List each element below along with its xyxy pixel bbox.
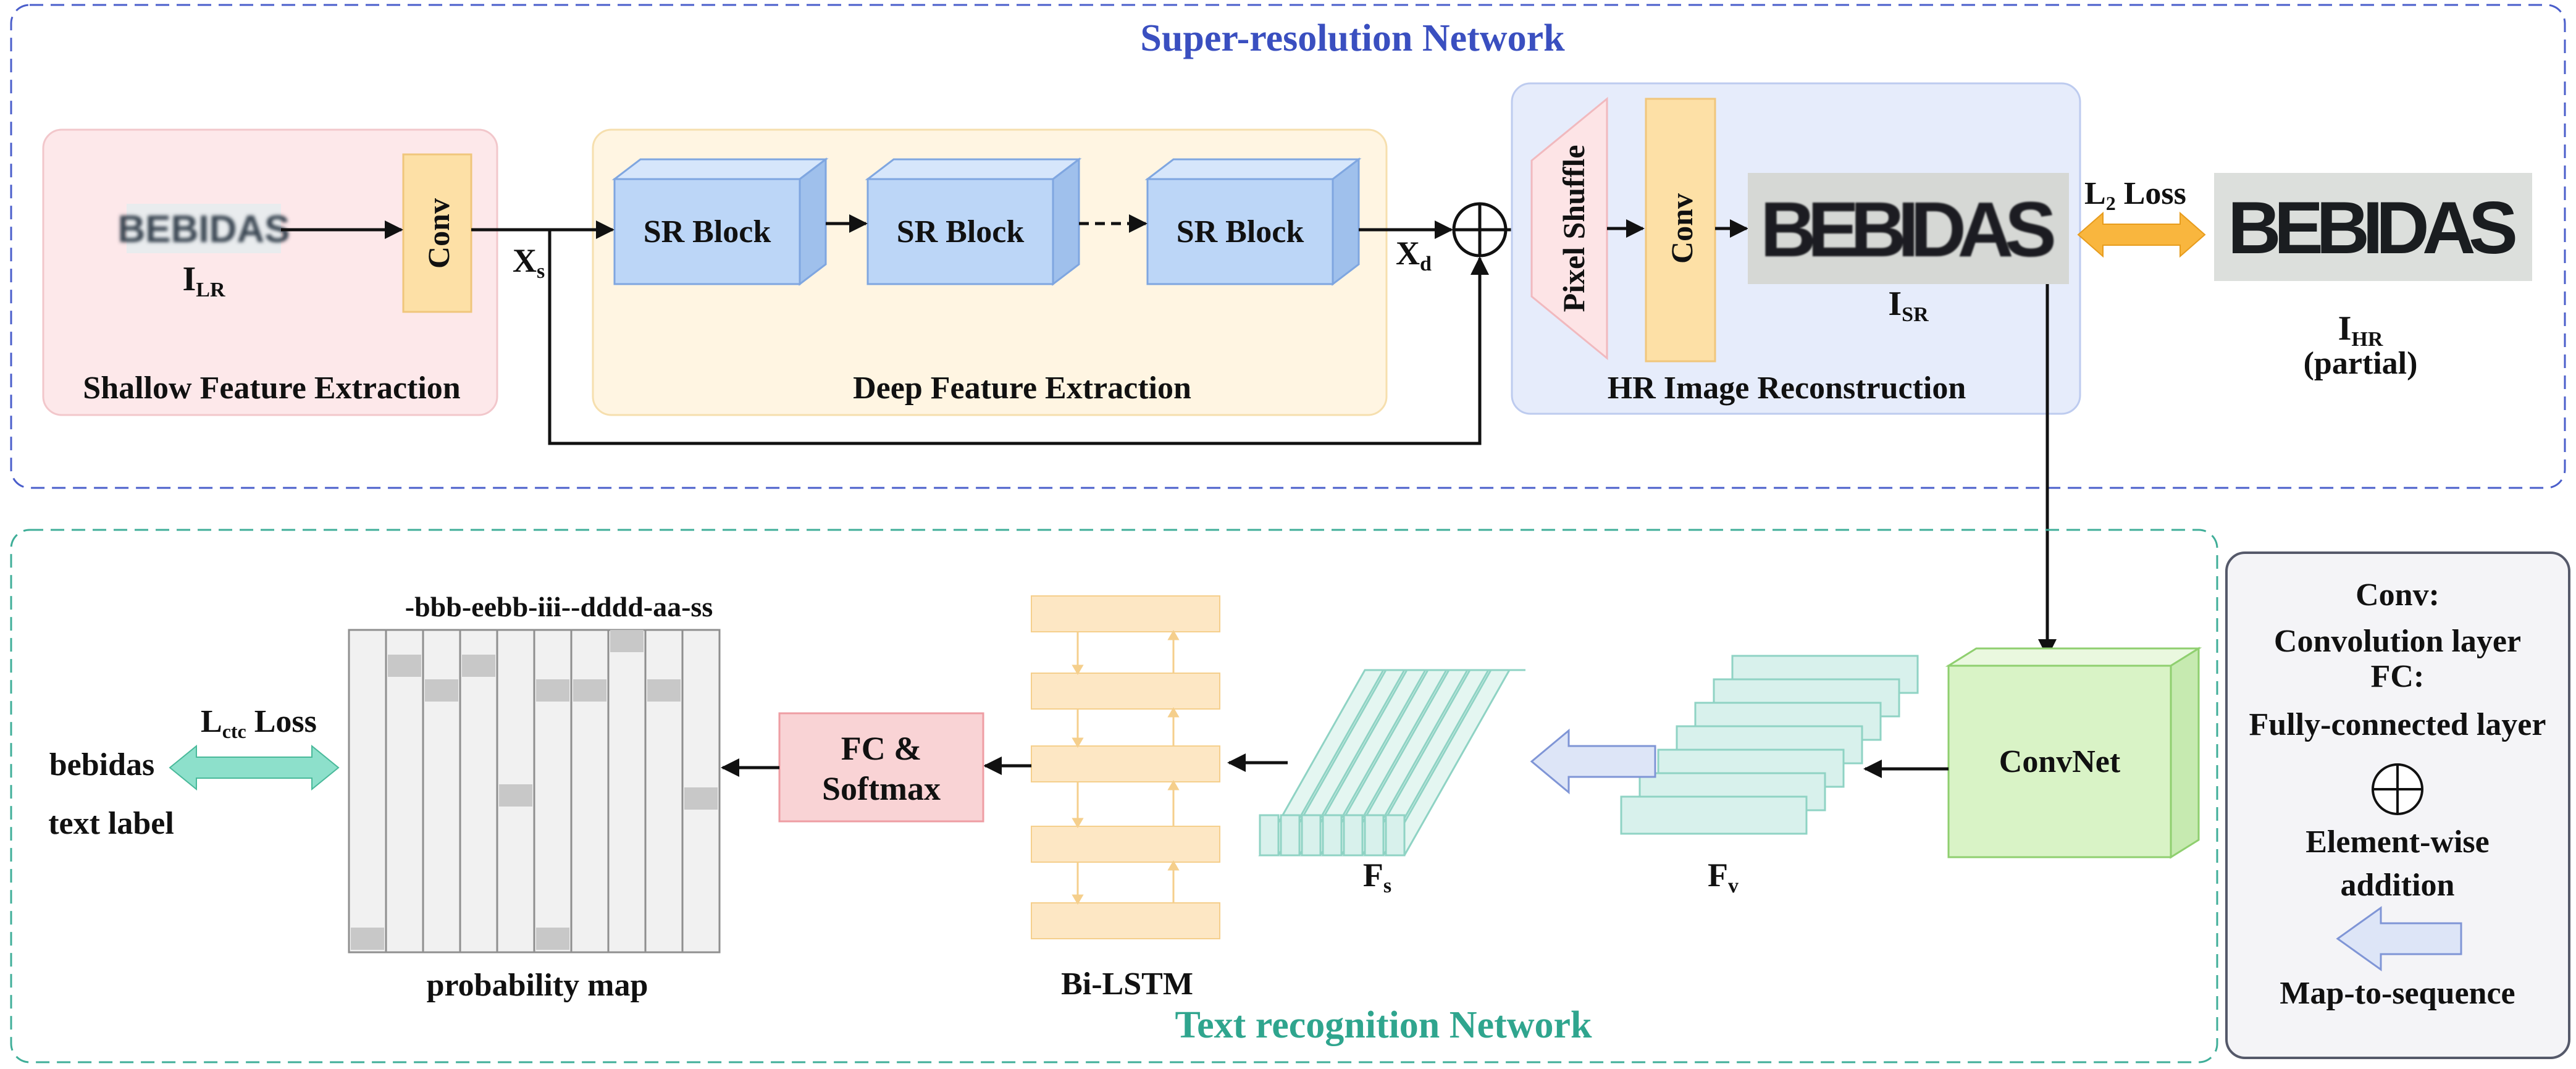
fv-label: Fv — [1708, 857, 1739, 897]
prob-cell-highlight — [536, 928, 569, 950]
hr-image: BEBIDAS — [2214, 173, 2532, 281]
sr-block-2-label: SR Block — [897, 214, 1025, 249]
svg-text:BEBIDAS: BEBIDAS — [2228, 187, 2518, 269]
l2-loss-label: L2 Loss — [2084, 176, 2186, 214]
convnet-label: ConvNet — [1999, 744, 2121, 779]
legend-add-line1: Element-wise — [2305, 824, 2489, 860]
bilstm-stack — [1031, 595, 1220, 939]
shallow-conv-layer — [402, 153, 472, 313]
prob-column — [385, 629, 424, 954]
legend-map-label: Map-to-sequence — [2280, 976, 2515, 1011]
fs-label: Fs — [1363, 857, 1391, 897]
convnet-block — [1945, 647, 2202, 859]
legend-conv-term: Conv: — [2356, 577, 2440, 613]
shallow-feature-title: Shallow Feature Extraction — [83, 371, 461, 406]
prob-column — [459, 629, 498, 954]
xd-label: Xd — [1396, 235, 1432, 275]
legend-map-arrow-icon — [2336, 906, 2462, 971]
fc-softmax-line2: Softmax — [822, 770, 941, 807]
prob-cell-highlight — [462, 655, 495, 677]
recon-conv-label: Conv — [1664, 193, 1699, 264]
deep-feature-title: Deep Feature Extraction — [853, 371, 1191, 406]
svg-text:BEBIDAS: BEBIDAS — [1760, 186, 2057, 273]
prob-cell-highlight — [684, 787, 718, 810]
fs-sequence-features — [1258, 669, 1525, 857]
prob-column — [533, 629, 573, 954]
hr-image-label: IHR — [2338, 309, 2383, 351]
prob-column — [607, 629, 647, 954]
prob-column — [644, 629, 684, 954]
prob-cell-highlight — [610, 630, 644, 652]
pixel-shuffle-layer — [1530, 96, 1608, 361]
lr-input-image: BEBIDAS — [117, 204, 290, 253]
legend-fc-term: FC: — [2371, 659, 2425, 694]
fs-sequence-column — [1363, 669, 1490, 857]
output-word: bebidas — [49, 747, 155, 782]
sr-block-1-label: SR Block — [644, 214, 771, 249]
lr-image-label: ILR — [182, 260, 225, 301]
prob-cell-highlight — [536, 679, 569, 702]
sr-block-1: SR Block — [611, 157, 829, 287]
hr-partial-label: (partial) — [2304, 346, 2418, 381]
sr-block-3-label: SR Block — [1177, 214, 1304, 249]
ctc-loss-arrow — [169, 744, 340, 791]
fv-feature-maps — [1620, 655, 1919, 835]
sr-block-2: SR Block — [865, 157, 1082, 287]
shallow-feature-panel — [42, 128, 498, 416]
fs-sequence-column — [1384, 669, 1511, 857]
legend-add-icon — [2372, 763, 2423, 815]
sr-network-title: Super-resolution Network — [1140, 17, 1565, 59]
legend-conv-def: Convolution layer — [2274, 624, 2521, 659]
prob-sequence-label: -bbb-eebb-iii--dddd-aa-ss — [405, 591, 713, 623]
fc-softmax-line1: FC & — [841, 730, 921, 767]
recon-conv-layer — [1645, 98, 1716, 363]
prob-cell-highlight — [388, 655, 421, 677]
text-network-frame — [10, 529, 2218, 1063]
prob-cell-highlight — [499, 784, 532, 807]
svg-text:BEBIDAS: BEBIDAS — [117, 208, 290, 251]
pixel-shuffle-label: Pixel Shuffle — [1556, 145, 1591, 312]
prob-column — [422, 629, 461, 954]
ctc-loss-label: Lctc Loss — [201, 704, 317, 742]
prob-column — [570, 629, 610, 954]
probability-map — [348, 629, 721, 954]
sr-block-3: SR Block — [1144, 157, 1362, 287]
prob-cell-highlight — [351, 928, 384, 950]
text-network-title: Text recognition Network — [1175, 1004, 1592, 1046]
shallow-conv-label: Conv — [421, 198, 456, 269]
map-to-sequence-arrow — [1530, 728, 1656, 795]
sr-output-image: BEBIDAS — [1748, 173, 2069, 284]
hr-reconstruction-title: HR Image Reconstruction — [1608, 371, 1966, 406]
fc-softmax-block — [778, 712, 984, 823]
fs-sequence-column — [1279, 669, 1406, 857]
prob-column — [348, 629, 387, 954]
l2-loss-arrow — [2077, 211, 2206, 258]
prob-cell-highlight — [573, 679, 606, 702]
legend-fc-def: Fully-connected layer — [2249, 707, 2546, 742]
probability-map-label: probability map — [427, 968, 648, 1003]
xs-label: Xs — [513, 242, 545, 283]
output-label: text label — [48, 806, 174, 841]
prob-cell-highlight — [425, 679, 458, 702]
skip-connection-line — [548, 230, 1489, 445]
legend-add-line2: addition — [2341, 868, 2455, 903]
prob-cell-highlight — [647, 679, 681, 702]
elementwise-add-node — [1452, 202, 1508, 258]
bilstm-label: Bi-LSTM — [1061, 966, 1193, 1002]
